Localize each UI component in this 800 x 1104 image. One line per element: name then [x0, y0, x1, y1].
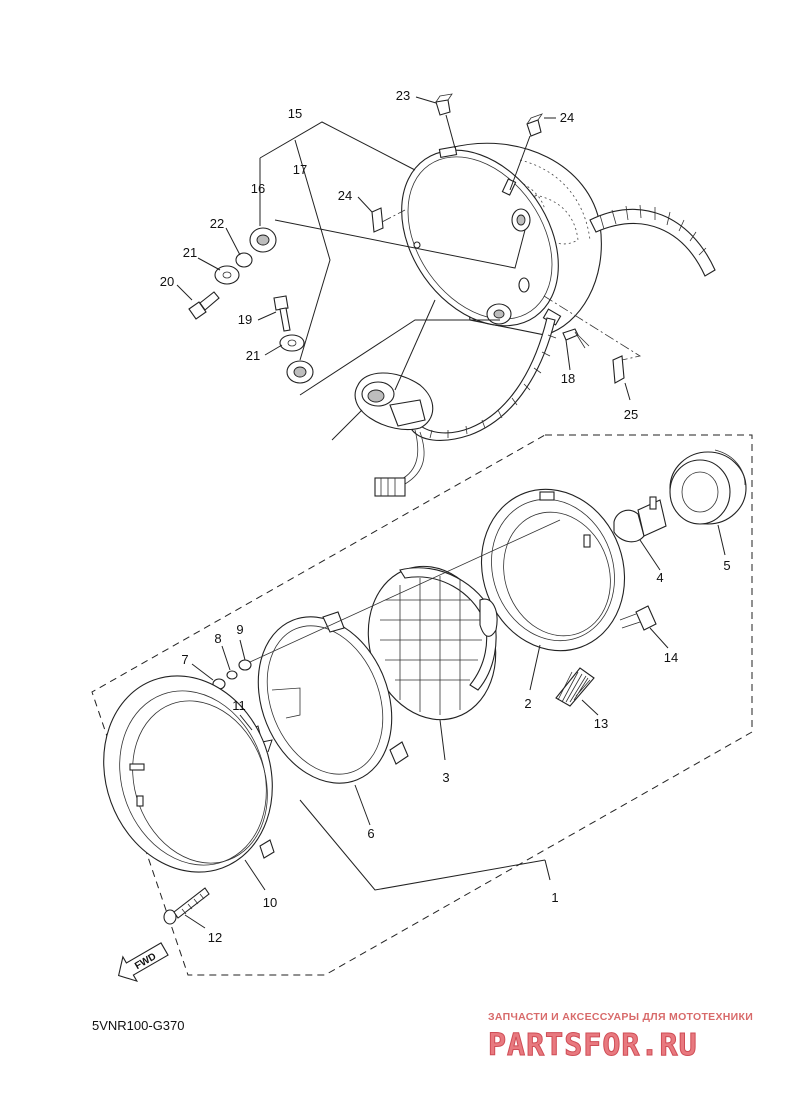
- washer-21-upper: [214, 265, 240, 285]
- collar-22: [235, 252, 253, 268]
- wire-harness: [399, 204, 716, 485]
- connector-14: [619, 605, 657, 631]
- label-part-2: 2: [524, 696, 531, 711]
- label-part-20: 20: [160, 274, 174, 289]
- pad-left: [371, 207, 384, 233]
- part-labels: 23 24 15 17 16 24 22 21 20 19 21 18 25 4…: [160, 88, 731, 945]
- headlight-case: [401, 142, 602, 336]
- washer-8: [226, 670, 238, 680]
- label-part-10: 10: [263, 895, 277, 910]
- fwd-arrow: FWD: [117, 942, 169, 983]
- label-part-11: 11: [232, 698, 246, 713]
- label-part-23-right: 24: [560, 110, 574, 125]
- label-part-24-left: 24: [338, 188, 352, 203]
- bolt-20: [188, 291, 220, 320]
- label-part-12: 12: [208, 930, 222, 945]
- fwd-label: FWD: [133, 951, 158, 972]
- assembly-boundary: [91, 434, 753, 976]
- label-part-5: 5: [723, 558, 730, 573]
- grommet-16: [249, 227, 277, 253]
- label-part-19: 19: [238, 312, 252, 327]
- spring-13: [555, 667, 595, 707]
- label-part-9: 9: [236, 622, 243, 637]
- label-part-3: 3: [442, 770, 449, 785]
- label-part-15: 15: [288, 106, 302, 121]
- screw-18: [562, 328, 590, 349]
- lens-unit: [367, 565, 498, 721]
- headlight-bulb: [613, 496, 667, 543]
- screw-12: [163, 887, 210, 925]
- pad-right: [612, 355, 625, 384]
- bolt-19: [273, 295, 291, 332]
- diagram-code: 5VNR100-G370: [92, 1018, 185, 1033]
- watermark-site: PARTSFOR.RU: [488, 1028, 698, 1063]
- washer-21-lower: [279, 334, 305, 352]
- label-part-13: 13: [594, 716, 608, 731]
- clip-right: [526, 113, 544, 137]
- label-part-17: 17: [293, 162, 307, 177]
- leader-lines: [176, 96, 726, 929]
- label-part-8: 8: [214, 631, 221, 646]
- label-part-21-lower: 21: [246, 348, 260, 363]
- label-part-7: 7: [181, 652, 188, 667]
- label-part-16: 16: [251, 181, 265, 196]
- watermark: ЗАПЧАСТИ И АКСЕССУАРЫ ДЛЯ МОТОТЕХНИКИ PA…: [488, 1011, 753, 1064]
- bulb-cover: [669, 449, 747, 525]
- label-part-18: 18: [561, 371, 575, 386]
- wire-connector: [374, 477, 406, 497]
- headlight-bezel: [103, 675, 275, 873]
- watermark-tagline: ЗАПЧАСТИ И АКСЕССУАРЫ ДЛЯ МОТОТЕХНИКИ: [488, 1011, 753, 1023]
- grommet-17: [286, 360, 314, 384]
- label-part-22: 22: [210, 216, 224, 231]
- label-part-14: 14: [664, 650, 678, 665]
- socket-cover: [354, 372, 434, 431]
- headlight-rim: [480, 488, 626, 652]
- lens-retaining-ring: [257, 611, 409, 784]
- washer-9: [238, 659, 252, 671]
- label-part-21-upper: 21: [183, 245, 197, 260]
- clip-top: [435, 93, 453, 116]
- label-part-4: 4: [656, 570, 663, 585]
- label-part-1: 1: [551, 890, 558, 905]
- label-part-24-right: 25: [624, 407, 638, 422]
- label-part-23-top: 23: [396, 88, 410, 103]
- label-part-6: 6: [367, 826, 374, 841]
